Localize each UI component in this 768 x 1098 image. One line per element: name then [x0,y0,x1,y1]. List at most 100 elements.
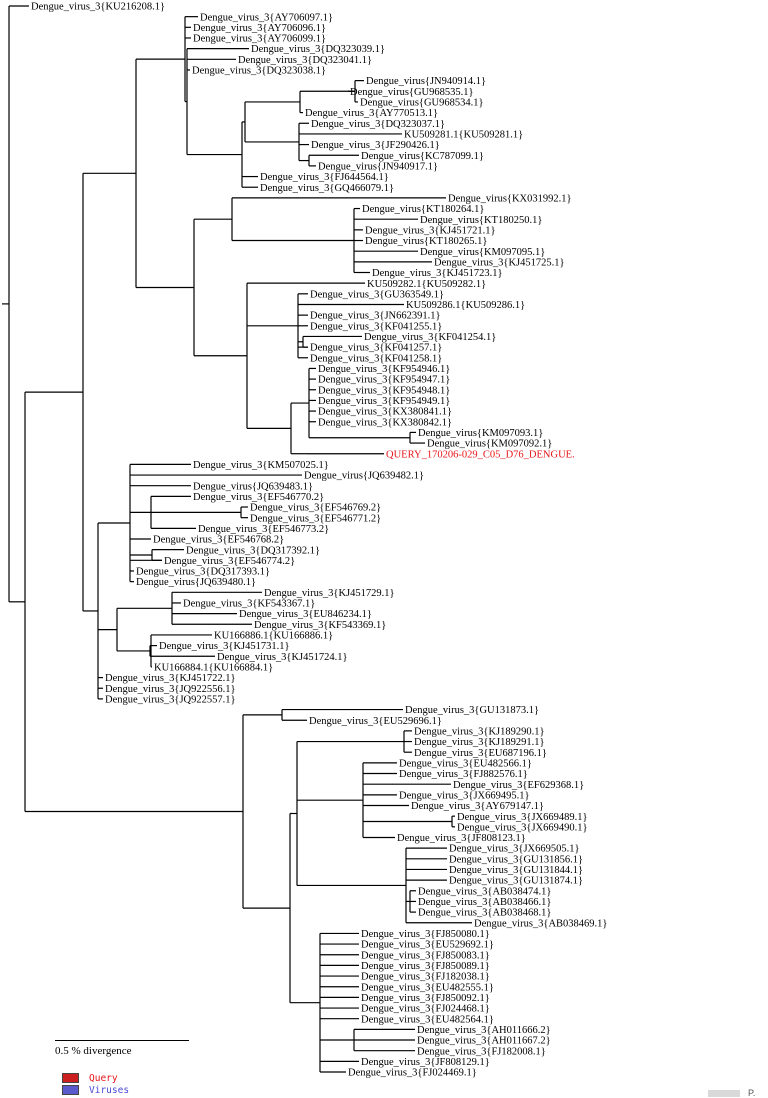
leaf-label: Dengue_virus_3{KF041255.1} [310,321,442,332]
leaf-label: Dengue_virus_3{KM507025.1} [193,460,329,471]
leaf-label: Dengue_virus{KM097095.1} [420,247,545,258]
corner-label: P. [748,1088,756,1098]
leaf-label: Dengue_virus_3{KF543367.1} [183,599,315,610]
leaf-label: Dengue_virus_3{KF041258.1} [310,353,442,364]
leaf-label: Dengue_virus_3{AB038474.1} [418,886,551,897]
leaf-label: Dengue_virus_3{JQ922556.1} [105,684,236,695]
leaf-label: KU166884.1{KU166884.1} [154,663,273,674]
leaf-label: Dengue_virus_3{JX669489.1} [457,812,588,823]
leaf-label: Dengue_virus_3{EU529696.1} [309,716,442,727]
leaf-label: Dengue_virus_3{KF954949.1} [318,396,450,407]
leaf-label: Dengue_virus_3{AH011666.2} [417,1025,551,1036]
leaf-label: Dengue_virus_3{AY706097.1} [200,12,333,23]
legend-label-query: Query [89,1072,118,1084]
leaf-label: Dengue_virus_3{KF954947.1} [318,375,450,386]
leaf-label: Dengue_virus_3{KF041254.1} [364,332,496,343]
leaf-label: Dengue_virus_3{EU482564.1} [361,1014,494,1025]
leaf-label: Dengue_virus_3{KJ451721.1} [365,225,496,236]
leaf-label: Dengue_virus{KT180250.1} [420,215,542,226]
viruses-swatch [62,1085,79,1095]
leaf-label: Dengue_virus{JQ639480.1} [136,577,256,588]
leaf-label: Dengue_virus_3{FJ024469.1} [348,1068,477,1079]
leaf-label: Dengue_virus{JN940917.1} [318,162,438,173]
leaf-label: Dengue_virus_3{EF546768.2} [153,535,284,546]
scale-bar-label: 0.5 % divergence [55,1045,132,1057]
leaf-label: Dengue_virus_3{FJ644564.1} [260,172,389,183]
leaf-label: Dengue_virus_3{KJ451725.1} [434,257,565,268]
leaf-label: Dengue_virus_3{GU131856.1} [449,854,583,865]
leaf-label: Dengue_virus_3{KJ451723.1} [372,268,503,279]
leaf-label: Dengue_virus_3{KJ451724.1} [217,652,348,663]
leaf-label: KU166886.1{KU166886.1} [214,631,333,642]
leaf-label: KU509281.1{KU509281.1} [404,130,523,141]
leaf-label: Dengue_virus_3{KF543369.1} [254,620,386,631]
leaf-label: Dengue_virus_3{DQ323041.1} [238,55,372,66]
leaf-label: Dengue_virus{KM097092.1} [427,439,552,450]
leaf-label: KU509286.1{KU509286.1} [406,300,525,311]
leaf-label: Dengue_virus_3{FJ024468.1} [361,1004,490,1015]
leaf-label: Dengue_virus_3{GU131873.1} [405,705,539,716]
leaf-label: Dengue_virus_3{AY770513.1} [305,108,438,119]
query-leaf-label: QUERY_170206-029_C05_D76_DENGUE. [386,449,575,460]
leaf-label: Dengue_virus_3{KJ451722.1} [105,673,236,684]
leaf-label: Dengue_virus{KT180265.1} [365,236,487,247]
legend: Query Viruses [62,1072,129,1096]
leaf-label: Dengue_virus{JQ639482.1} [304,471,424,482]
leaf-label: Dengue_virus_3{GQ466079.1} [260,183,394,194]
leaf-label: Dengue_virus_3{DQ323038.1} [192,66,326,77]
leaf-label: Dengue_virus_3{AH011667.2} [417,1036,551,1047]
leaf-label: Dengue_virus_3{KX380841.1} [318,407,452,418]
leaf-label: KU509282.1{KU509282.1} [367,279,486,290]
leaf-label: Dengue_virus_3{JQ922557.1} [105,695,236,706]
leaf-label: Dengue_virus_3{EF546769.2} [250,503,381,514]
leaf-label: Dengue_virus_3{DQ323039.1} [251,44,385,55]
legend-item-viruses: Viruses [62,1084,129,1096]
leaf-label: Dengue_virus_3{FJ182008.1} [417,1046,546,1057]
leaf-label: Dengue_virus_3{JX669505.1} [449,844,580,855]
leaf-label: Dengue_virus_3{AB038468.1} [418,908,551,919]
corner-note: P. [708,1088,755,1098]
leaf-label: Dengue_virus_3{JX669490.1} [457,822,588,833]
leaf-label: Dengue_virus_3{JF808129.1} [361,1057,490,1068]
leaf-label: Dengue_virus_3{DQ317392.1} [186,545,320,556]
leaf-label: Dengue_virus_3{KJ189290.1} [414,726,545,737]
leaf-label: Dengue_virus_3{DQ323037.1} [311,119,445,130]
leaf-label: Dengue_virus_3{KX380842.1} [318,417,452,428]
leaf-label: Dengue_virus_3{FJ850092.1} [361,993,490,1004]
legend-item-query: Query [62,1072,129,1084]
leaf-label: Dengue_virus_3{KJ189291.1} [414,737,545,748]
leaf-label: Dengue_virus_3{FJ882576.1} [399,769,528,780]
leaf-label: Dengue_virus_3{JN662391.1} [310,311,441,322]
legend-label-viruses: Viruses [89,1084,130,1096]
leaf-label: Dengue_virus{KX031992.1} [448,193,572,204]
leaf-label: Dengue_virus_3{EU529692.1} [361,940,494,951]
leaf-label: Dengue_virus_3{EU482555.1} [361,982,494,993]
leaf-label: Dengue_virus{GU968535.1} [350,87,474,98]
leaf-label: Dengue_virus_3{AB038466.1} [418,897,551,908]
leaf-label: Dengue_virus_3{EU846234.1} [239,609,372,620]
leaf-label: Dengue_virus_3{EF546771.2} [250,513,381,524]
leaf-label: Dengue_virus{KT180264.1} [362,204,484,215]
leaf-label: Dengue_virus_3{KJ451731.1} [159,641,290,652]
leaf-label: Dengue_virus_3{JX669495.1} [399,790,530,801]
leaf-label: Dengue_virus_3{EF629368.1} [453,780,584,791]
leaf-label: Dengue_virus_3{GU363549.1} [310,289,444,300]
leaf-label: Dengue_virus_3{KJ451729.1} [264,588,395,599]
leaf-label: Dengue_virus_3{EF546770.2} [193,492,324,503]
leaf-label: Dengue_virus_3{EF546773.2} [198,524,329,535]
leaf-label: Dengue_virus_3{JF808123.1} [397,833,526,844]
leaf-label: Dengue_virus_3{FJ850089.1} [361,961,490,972]
leaf-label: Dengue_virus_3{JF290426.1} [311,140,440,151]
tree-leaf-labels: Dengue_virus_3{KU216208.1}Dengue_virus_3… [31,2,607,1079]
leaf-label: Dengue_virus_3{KF954946.1} [318,364,450,375]
leaf-label: Dengue_virus_3{EU482566.1} [399,758,532,769]
corner-box [708,1089,740,1097]
leaf-label: Dengue_virus_3{FJ850080.1} [361,929,490,940]
leaf-label: Dengue_virus_3{EF546774.2} [164,556,295,567]
leaf-label: Dengue_virus{JQ639483.1} [193,481,313,492]
leaf-label: Dengue_virus_3{EU687196.1} [414,748,547,759]
leaf-label: Dengue_virus{JN940914.1} [366,76,486,87]
leaf-label: Dengue_virus{GU968534.1} [360,98,484,109]
leaf-label: Dengue_virus_3{FJ850083.1} [361,950,490,961]
